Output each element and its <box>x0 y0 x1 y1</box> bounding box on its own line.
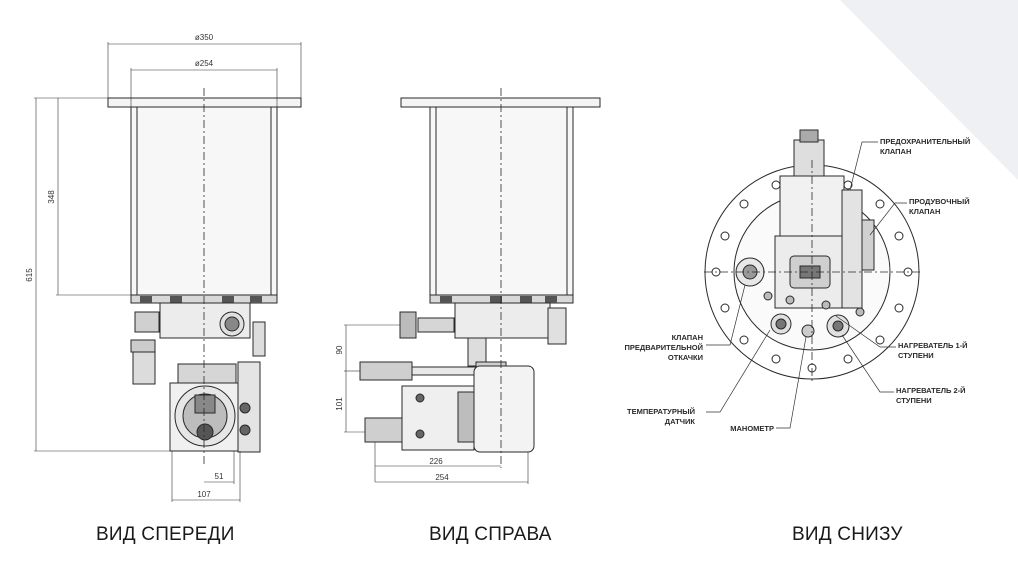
side-view <box>359 97 601 453</box>
front-flange <box>107 97 302 108</box>
side-pump-housing <box>473 365 535 453</box>
label-prepump-2: ПРЕДВАРИТЕЛЬНОЙ <box>625 343 703 352</box>
label-heater-2-1: НАГРЕВАТЕЛЬ 2-Й <box>896 386 966 395</box>
dim-front-offset: 51 <box>215 472 224 481</box>
callout-leaders <box>706 141 907 429</box>
label-manometer: МАНОМЕТР <box>730 424 774 433</box>
dim-side-width-inner: 226 <box>429 457 443 466</box>
label-heater-2-2: СТУПЕНИ <box>896 396 932 405</box>
caption-side-view: ВИД СПРАВА <box>429 524 552 545</box>
dim-body-height: 348 <box>47 190 56 204</box>
label-purge-valve-2: КЛАПАН <box>909 207 940 216</box>
front-bolts <box>140 296 262 303</box>
dim-front-width: 107 <box>197 490 211 499</box>
side-flange <box>400 97 601 108</box>
label-safety-valve-2: КЛАПАН <box>880 147 911 156</box>
label-safety-valve-1: ПРЕДОХРАНИТЕЛЬНЫЙ <box>880 137 970 146</box>
caption-bottom-view: ВИД СНИЗУ <box>792 524 903 545</box>
side-dimensions <box>344 324 529 484</box>
label-temp-sensor-2: ДАТЧИК <box>665 417 696 426</box>
caption-front-view: ВИД СПЕРЕДИ <box>96 524 235 545</box>
label-purge-valve-1: ПРОДУВОЧНЫЙ <box>909 197 970 206</box>
side-cylinder <box>429 106 574 296</box>
label-heater-1-1: НАГРЕВАТЕЛЬ 1-Й <box>898 341 968 350</box>
front-dimensions <box>34 42 302 502</box>
dim-body-dia: ø254 <box>195 59 214 68</box>
label-prepump-3: ОТКАЧКИ <box>668 353 703 362</box>
dim-side-width-outer: 254 <box>435 473 449 482</box>
side-valve-block <box>454 302 551 339</box>
corner-background <box>840 0 1018 180</box>
label-heater-1-2: СТУПЕНИ <box>898 351 934 360</box>
bottom-manometer-port <box>801 324 815 338</box>
dim-side-lower: 101 <box>335 397 344 411</box>
dim-flange-dia: ø350 <box>195 33 214 42</box>
side-connector-upper <box>359 361 413 381</box>
front-view <box>107 97 302 453</box>
dim-total-height: 615 <box>25 268 34 282</box>
label-temp-sensor-1: ТЕМПЕРАТУРНЫЙ <box>627 407 695 416</box>
label-prepump-1: КЛАПАН <box>672 333 703 342</box>
dim-side-upper: 90 <box>335 345 344 354</box>
